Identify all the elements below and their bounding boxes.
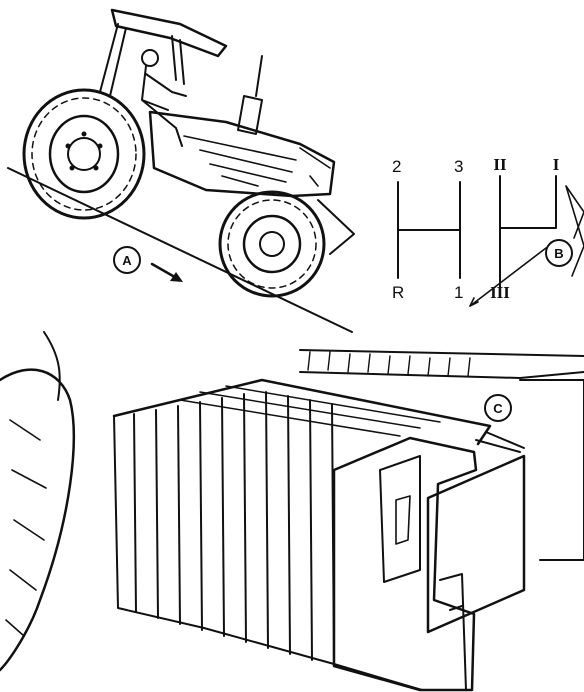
weight-front-face: [332, 436, 478, 692]
tractor-hood: [148, 110, 336, 198]
callout-b-leader-lines: [469, 185, 584, 307]
callout-b: B: [545, 239, 573, 267]
callout-a: A: [113, 246, 183, 282]
callout-a-letter: A: [122, 253, 132, 268]
rops-rear-post: [99, 23, 127, 97]
callout-c-letter: C: [493, 401, 503, 416]
operator-figure: [141, 49, 187, 147]
gear-label-3: 3: [454, 157, 463, 176]
bracket-top-lip: [475, 431, 525, 453]
chassis-front-block: [519, 379, 584, 561]
weight-plate-top-ribs: [179, 385, 441, 437]
front-grille: [299, 147, 331, 187]
weight-foot: [439, 573, 467, 691]
exhaust-stack: [237, 55, 263, 135]
arrowhead-icon: [170, 272, 183, 282]
leader-arrowhead: [469, 297, 479, 307]
chassis-frame: [299, 349, 584, 379]
tire-tread-marks: [5, 419, 47, 637]
front-weight-outline: [317, 199, 355, 255]
suitcase-weight-stack: [112, 378, 526, 692]
range-label-iii: III: [490, 283, 510, 302]
hood-grille-lines: [183, 135, 297, 187]
rops-front-post: [171, 35, 185, 85]
callout-b-letter: B: [554, 246, 563, 261]
fender-line: [43, 331, 61, 401]
gear-shift-h-pattern: [397, 181, 461, 279]
weight-stack-top-edge: [112, 378, 492, 446]
weight-stack-bottom-edge: [113, 415, 423, 691]
grille-slats: [307, 351, 471, 377]
weight-plate-edges: [133, 391, 335, 667]
callout-c: C: [484, 394, 512, 422]
range-label-ii: II: [493, 155, 507, 174]
tractor-on-slope-illustration: [7, 8, 355, 333]
shift-pattern-diagram: 2 3 R 1 II I III: [392, 155, 584, 307]
gear-label-2: 2: [392, 157, 401, 176]
range-shift-pattern: [499, 175, 557, 291]
range-label-i: I: [553, 155, 560, 174]
front-wheel: [218, 190, 326, 298]
gear-label-1: 1: [454, 283, 463, 302]
weight-handle-grip: [395, 495, 411, 545]
weight-bracket: [426, 454, 526, 634]
front-weights-closeup: [0, 331, 584, 692]
rops-canopy: [110, 8, 228, 58]
slope-ground-line: [7, 167, 353, 333]
gear-label-r: R: [392, 283, 404, 302]
weight-handle-slot: [379, 455, 421, 583]
rear-wheel: [22, 88, 146, 220]
